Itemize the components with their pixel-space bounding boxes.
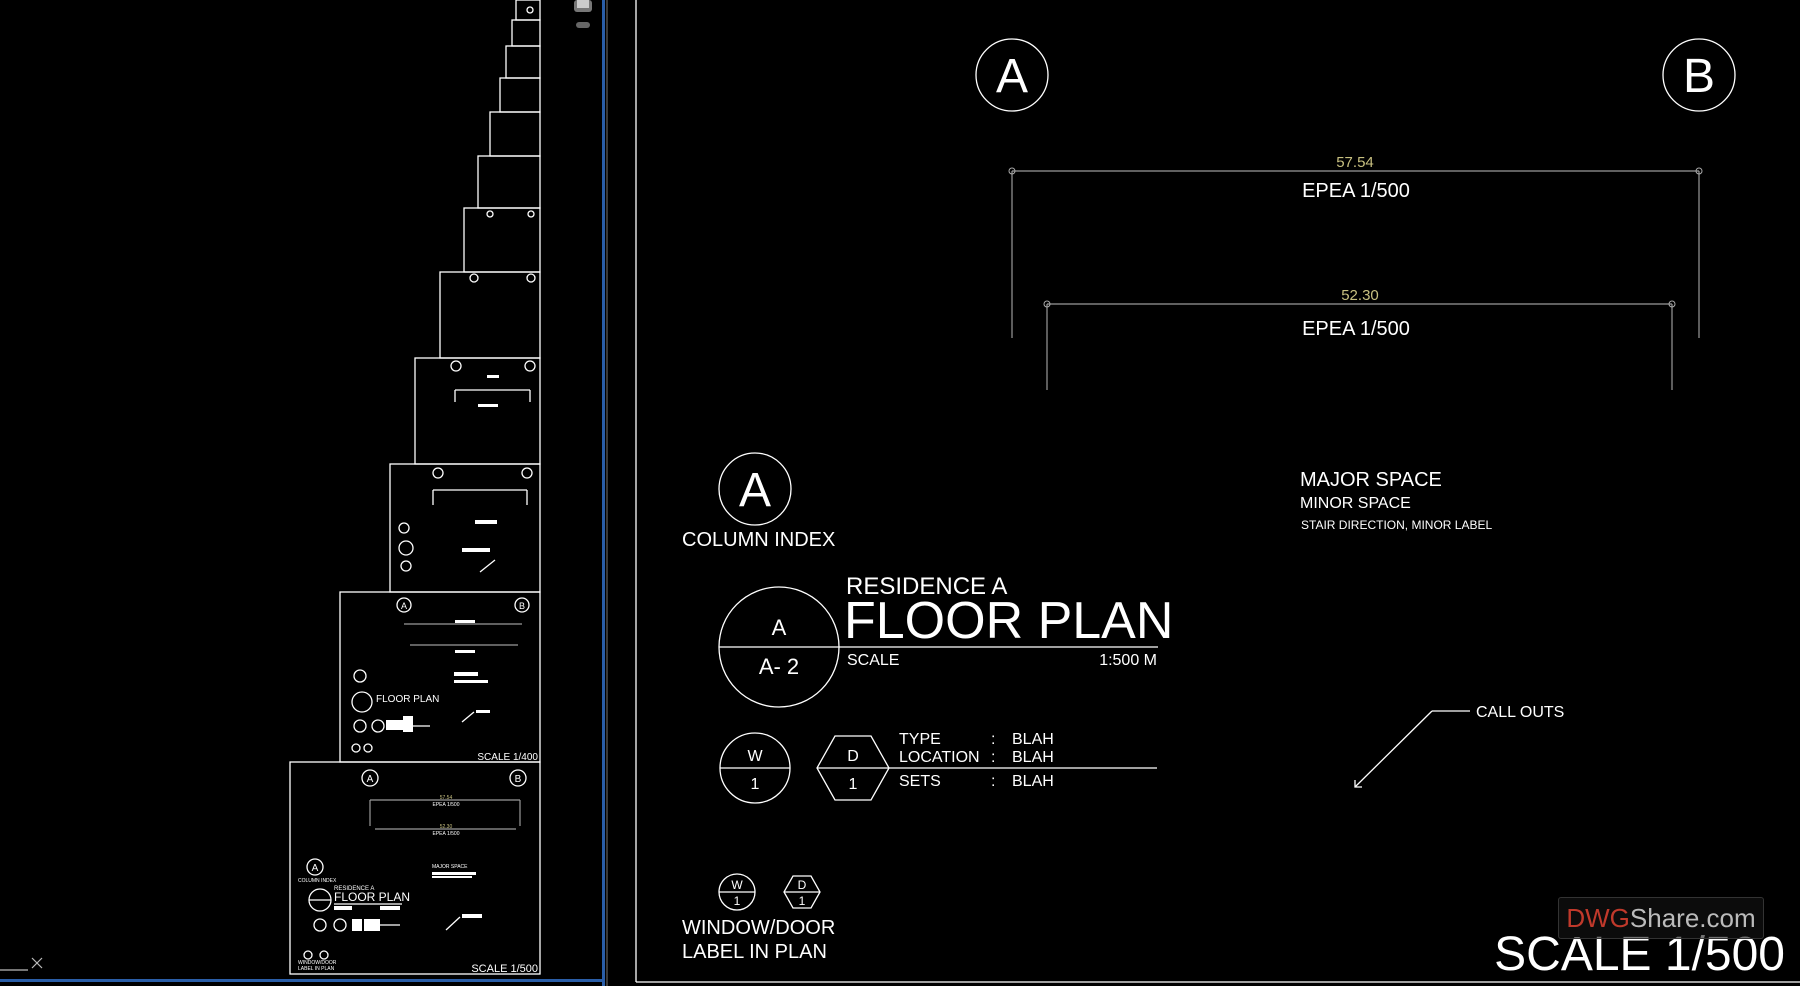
svg-text:1: 1: [734, 894, 741, 908]
mini-floor-plan-title-2: FLOOR PLAN: [334, 890, 410, 904]
watermark-logo: DWGShare.com: [1558, 897, 1764, 939]
mini-dim-1: 57.54: [440, 795, 453, 801]
mini-column-a: A: [312, 863, 319, 874]
dimension-bottom-label: EPEA 1/500: [1302, 318, 1410, 340]
svg-text:D: D: [847, 748, 859, 765]
section-number: A: [772, 615, 787, 640]
left-viewport-canvas: A B FLOOR PLAN SCALE 1/400: [0, 0, 592, 975]
column-index-label: COLUMN INDEX: [682, 529, 835, 551]
stair-direction-label[interactable]: STAIR DIRECTION, MINOR LABEL: [1301, 518, 1492, 532]
window-door-label-line1: WINDOW/DOOR: [682, 917, 835, 939]
location-label: LOCATION: [899, 749, 980, 766]
mini-grid-a-2: A: [367, 774, 374, 785]
left-viewport-border-bottom: [0, 979, 605, 982]
dimension-top-value: 57.54: [1336, 154, 1374, 171]
minor-space-label[interactable]: MINOR SPACE: [1300, 495, 1411, 512]
dimension-bottom-value: 52.30: [1341, 287, 1379, 304]
sets-value: BLAH: [1012, 773, 1054, 790]
small-door-tag[interactable]: D 1: [783, 875, 821, 909]
door-tag[interactable]: D 1: [816, 735, 890, 801]
mini-epea-2: EPEA 1/500: [433, 831, 460, 837]
thumbnail-sheet-1-500[interactable]: A B 57.54 EPEA 1/500 52.30 EPEA 1/500 A …: [289, 761, 541, 975]
type-value: BLAH: [1012, 731, 1054, 748]
window-tag[interactable]: W 1: [719, 732, 791, 804]
title-main: FLOOR PLAN: [844, 592, 1173, 650]
svg-text:1: 1: [751, 776, 760, 793]
mini-column-index: COLUMN INDEX: [298, 878, 337, 884]
main-viewport[interactable]: A B 57.54 EPEA 1/500 52.30 EPEA 1/500: [608, 0, 1800, 986]
dimension-bottom[interactable]: 52.30 EPEA 1/500: [1043, 287, 1676, 390]
thumbnail-stack-small[interactable]: [389, 0, 541, 593]
mini-sheet-scale: SCALE 1/400: [477, 752, 538, 763]
callouts-label: CALL OUTS: [1476, 704, 1564, 721]
navigation-widget[interactable]: [574, 0, 592, 28]
svg-text:B: B: [1683, 50, 1715, 103]
svg-text:W: W: [731, 878, 743, 892]
mini-floor-plan-title: FLOOR PLAN: [376, 694, 439, 705]
title-subtitle: RESIDENCE A: [846, 573, 1007, 600]
window-door-label-line2: LABEL IN PLAN: [682, 941, 827, 963]
main-drawing-canvas: A B 57.54 EPEA 1/500 52.30 EPEA 1/500: [635, 0, 1800, 983]
door-window-properties[interactable]: TYPE LOCATION SETS : : : BLAH BLAH BLAH: [889, 731, 1157, 790]
sheet-reference: A- 2: [759, 654, 799, 679]
mini-sheet-scale-2: SCALE 1/500: [471, 963, 538, 975]
mini-grid-b: B: [519, 601, 525, 611]
grid-bubble-a[interactable]: A: [975, 38, 1049, 112]
type-colon: :: [991, 731, 995, 748]
thumbnail-sheet-1-400[interactable]: A B FLOOR PLAN SCALE 1/400: [339, 591, 541, 763]
svg-text:D: D: [798, 878, 807, 892]
ucs-icon: [0, 957, 43, 971]
location-value: BLAH: [1012, 749, 1054, 766]
callout-leader[interactable]: CALL OUTS: [1354, 704, 1564, 788]
svg-text:W: W: [747, 748, 763, 765]
grid-bubble-b[interactable]: B: [1662, 38, 1736, 112]
title-block[interactable]: A A- 2 RESIDENCE A FLOOR PLAN SCALE 1:50…: [718, 573, 1173, 708]
mini-label-2: LABEL IN PLAN: [298, 966, 335, 972]
svg-text:A: A: [996, 50, 1028, 103]
mini-dim-2: 52.30: [440, 824, 453, 830]
right-viewport-border: [606, 0, 608, 986]
sets-label: SETS: [899, 773, 941, 790]
location-colon: :: [991, 749, 995, 766]
sets-colon: :: [991, 773, 995, 790]
watermark-part1: DWG: [1566, 903, 1630, 933]
mini-grid-a: A: [401, 601, 407, 611]
mini-grid-b-2: B: [515, 774, 522, 785]
type-label: TYPE: [899, 731, 941, 748]
dimension-top[interactable]: 57.54 EPEA 1/500: [1008, 154, 1703, 338]
watermark-part2: Share.com: [1629, 903, 1756, 933]
left-viewport[interactable]: A B FLOOR PLAN SCALE 1/400: [0, 0, 603, 980]
major-space-label[interactable]: MAJOR SPACE: [1300, 469, 1442, 491]
svg-text:1: 1: [799, 894, 806, 908]
title-scale-label: SCALE: [847, 652, 899, 669]
mini-epea-1: EPEA 1/500: [433, 802, 460, 808]
mini-label-1: WINDOW/DOOR: [298, 960, 337, 966]
viewport-splitter[interactable]: [602, 0, 605, 986]
svg-text:1: 1: [849, 776, 858, 793]
column-index-symbol[interactable]: A COLUMN INDEX: [682, 452, 835, 551]
title-scale-value: 1:500 M: [1099, 652, 1157, 669]
dimension-top-label: EPEA 1/500: [1302, 180, 1410, 202]
mini-major-space: MAJOR SPACE: [432, 864, 468, 870]
small-window-tag[interactable]: W 1: [718, 873, 756, 911]
svg-text:A: A: [739, 464, 771, 517]
mini-residence: RESIDENCE A: [334, 886, 374, 892]
